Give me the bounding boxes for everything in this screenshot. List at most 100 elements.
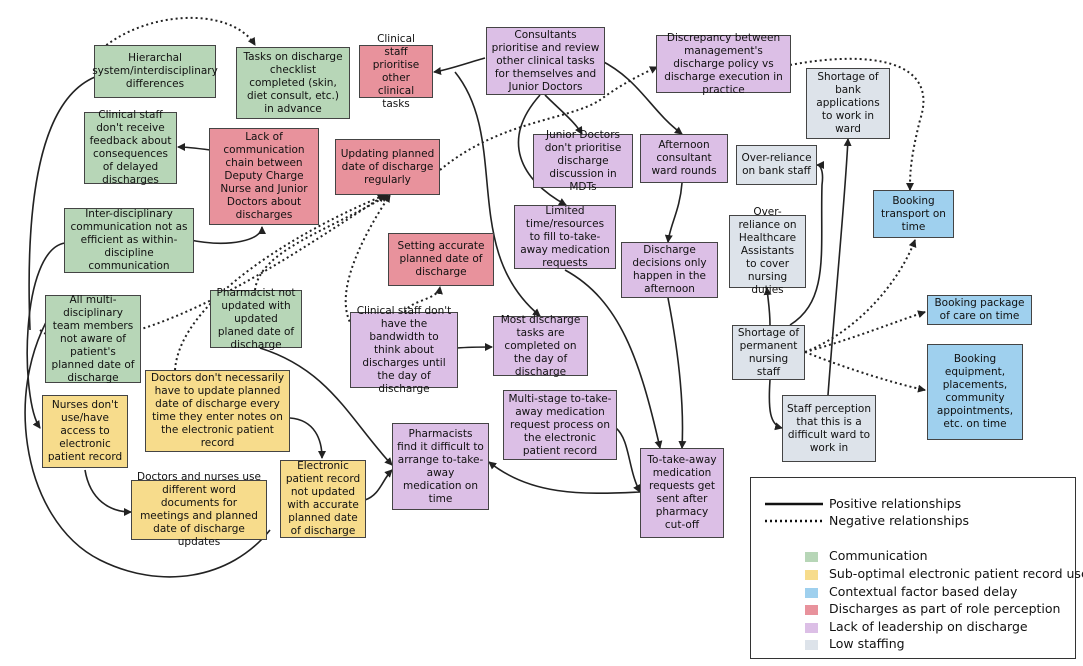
legend-category: Contextual factor based delay bbox=[829, 584, 1018, 599]
node-label: Updating planned date of discharge regul… bbox=[340, 147, 435, 186]
node-label: Tasks on discharge checklist completed (… bbox=[243, 50, 343, 115]
link-prioritise-to-most bbox=[454, 71, 541, 317]
node-label: To-take-away medication requests get sen… bbox=[647, 454, 717, 531]
node-label: Lack of communication chain between Depu… bbox=[220, 131, 308, 221]
link-hier-loop bbox=[24, 299, 271, 578]
node-booking-package: Booking package of care on time bbox=[927, 295, 1032, 325]
node-label: Electronic patient record not updated wi… bbox=[285, 460, 361, 537]
node-overreliance-bank: Over-reliance on bank staff bbox=[736, 145, 817, 185]
link-discrepancy-to-transport bbox=[789, 57, 925, 191]
node-discrepancy: Discrepancy between management's dischar… bbox=[656, 32, 791, 96]
link-consult-to-afternoon bbox=[599, 59, 683, 135]
node-label: Multi-stage to-take-away medication requ… bbox=[508, 392, 612, 457]
node-label: Shortage of permanent nursing staff bbox=[737, 326, 800, 378]
link-pharm-to-updating bbox=[254, 194, 389, 291]
node-afternoon-rounds: Afternoon consultant ward rounds bbox=[640, 134, 728, 183]
node-label: Over-reliance on bank staff bbox=[741, 152, 812, 177]
link-bandwidth-to-setting bbox=[404, 286, 443, 313]
node-clinical-prioritise: Clinical staff prioritise other clinical… bbox=[359, 33, 433, 110]
node-multistage-tta: Multi-stage to-take-away medication requ… bbox=[503, 390, 617, 460]
node-jd-dont-prioritise: Junior Doctors don't prioritise discharg… bbox=[533, 129, 633, 193]
node-no-feedback: Clinical staff don't receive feedback ab… bbox=[84, 109, 177, 186]
swatch-communication bbox=[805, 552, 818, 562]
legend-category: Low staffing bbox=[829, 636, 905, 651]
node-lack-comm-chain: Lack of communication chain between Depu… bbox=[209, 128, 319, 225]
link-doctors-to-epr bbox=[289, 417, 326, 459]
node-label: Clinical staff prioritise other clinical… bbox=[372, 32, 420, 110]
node-label: Junior Doctors don't prioritise discharg… bbox=[544, 128, 622, 193]
node-no-bandwidth: Clinical staff don't have the bandwidth … bbox=[350, 305, 458, 395]
legend-negative-label: Negative relationships bbox=[829, 513, 970, 528]
node-label: Staff perception that this is a difficul… bbox=[787, 402, 872, 454]
link-consult-to-limited bbox=[517, 94, 567, 206]
node-shortage-permanent: Shortage of permanent nursing staff bbox=[732, 325, 805, 380]
node-hierarchical: Hierarchal system/interdisciplinary diff… bbox=[92, 45, 218, 98]
swatch-role bbox=[805, 605, 818, 615]
node-label: Clinical staff don't receive feedback ab… bbox=[89, 109, 172, 186]
link-doctors-to-updating bbox=[174, 193, 386, 371]
node-updating-pdd: Updating planned date of discharge regul… bbox=[335, 139, 440, 195]
node-afternoon-decisions: Discharge decisions only happen in the a… bbox=[621, 242, 718, 298]
link-shortage-to-package bbox=[804, 310, 926, 353]
node-staff-perception: Staff perception that this is a difficul… bbox=[782, 395, 876, 462]
legend-category: Communication bbox=[829, 548, 928, 563]
swatch-contextual bbox=[805, 588, 818, 598]
link-shortage-to-transport bbox=[804, 239, 917, 353]
node-label: Limited time/resources to fill to-take-a… bbox=[520, 204, 610, 269]
swatch-leadership bbox=[805, 623, 818, 633]
node-booking-transport: Booking transport on time bbox=[873, 190, 954, 238]
node-tasks-checklist: Tasks on discharge checklist completed (… bbox=[236, 47, 350, 119]
link-hier-to-tasks bbox=[94, 16, 256, 56]
node-label: Booking transport on time bbox=[881, 194, 946, 233]
link-decisions-to-tta bbox=[667, 297, 687, 449]
node-label: All multi-disciplinary team members not … bbox=[51, 293, 135, 384]
node-pharmacists-difficult: Pharmacists find it difficult to arrange… bbox=[392, 423, 489, 510]
link-consult-to-jd bbox=[544, 94, 583, 135]
node-label: Clinical staff don't have the bandwidth … bbox=[356, 304, 452, 395]
node-label: Consultants prioritise and review other … bbox=[491, 28, 600, 93]
node-label: Discharge decisions only happen in the a… bbox=[632, 244, 707, 295]
link-afternoon-to-decisions bbox=[664, 182, 683, 243]
node-label: Afternoon consultant ward rounds bbox=[651, 139, 717, 177]
node-tta-after-cutoff: To-take-away medication requests get sen… bbox=[640, 448, 724, 538]
node-label: Booking package of care on time bbox=[934, 297, 1025, 322]
node-word-docs: Doctors and nurses use different word do… bbox=[131, 471, 267, 548]
link-shortage-to-bank bbox=[789, 161, 825, 326]
link-hier-to-mdt bbox=[28, 76, 96, 331]
node-bank-shortage: Shortage of bank applications to work in… bbox=[806, 68, 890, 139]
legend: Positive relationships Negative relation… bbox=[750, 477, 1083, 659]
link-shortage-to-hca bbox=[763, 287, 772, 326]
node-most-tasks-day: Most discharge tasks are completed on th… bbox=[493, 313, 588, 378]
link-lackchain-to-feedback bbox=[177, 143, 211, 152]
link-shortage-to-equipment bbox=[804, 351, 926, 393]
node-label: Booking equipment, placements, community… bbox=[936, 353, 1014, 430]
node-label: Inter-disciplinary communication not as … bbox=[70, 208, 188, 272]
link-comm-to-nurses bbox=[26, 242, 66, 429]
node-limited-tta: Limited time/resources to fill to-take-a… bbox=[514, 205, 616, 269]
node-nurses-no-epr: Nurses don't use/have access to electron… bbox=[42, 395, 128, 468]
node-label: Discrepancy between management's dischar… bbox=[664, 31, 783, 96]
link-limited-to-tta bbox=[564, 269, 663, 449]
node-epr-not-updated: Electronic patient record not updated wi… bbox=[280, 460, 366, 538]
legend-line-samples bbox=[765, 502, 823, 523]
link-epr-to-pharmdiff bbox=[364, 469, 393, 501]
link-shortage-to-perception bbox=[768, 379, 783, 431]
link-nurses-to-worddocs bbox=[84, 469, 132, 516]
node-booking-equipment: Booking equipment, placements, community… bbox=[927, 344, 1023, 440]
legend-category: Lack of leadership on discharge bbox=[829, 619, 1028, 634]
node-label: Most discharge tasks are completed on th… bbox=[500, 313, 581, 378]
node-consultants-prioritise: Consultants prioritise and review other … bbox=[486, 27, 605, 95]
node-overreliance-hca: Over-reliance on Healthcare Assistants t… bbox=[729, 206, 806, 296]
node-label: Setting accurate planned date of dischar… bbox=[397, 240, 485, 278]
node-label: Over-reliance on Healthcare Assistants t… bbox=[738, 206, 797, 296]
node-doctors-dont-update: Doctors don't necessarily have to update… bbox=[145, 370, 290, 452]
node-mdt-unaware: All multi-disciplinary team members not … bbox=[45, 293, 141, 384]
node-setting-pdd: Setting accurate planned date of dischar… bbox=[388, 233, 494, 286]
link-tta-to-pharmdiff bbox=[488, 461, 641, 495]
link-bandwidth-to-most bbox=[456, 343, 493, 352]
link-perception-to-bankshort bbox=[827, 138, 852, 396]
link-pharm-to-pharmdiff bbox=[259, 347, 393, 466]
swatch-epr bbox=[805, 570, 818, 580]
